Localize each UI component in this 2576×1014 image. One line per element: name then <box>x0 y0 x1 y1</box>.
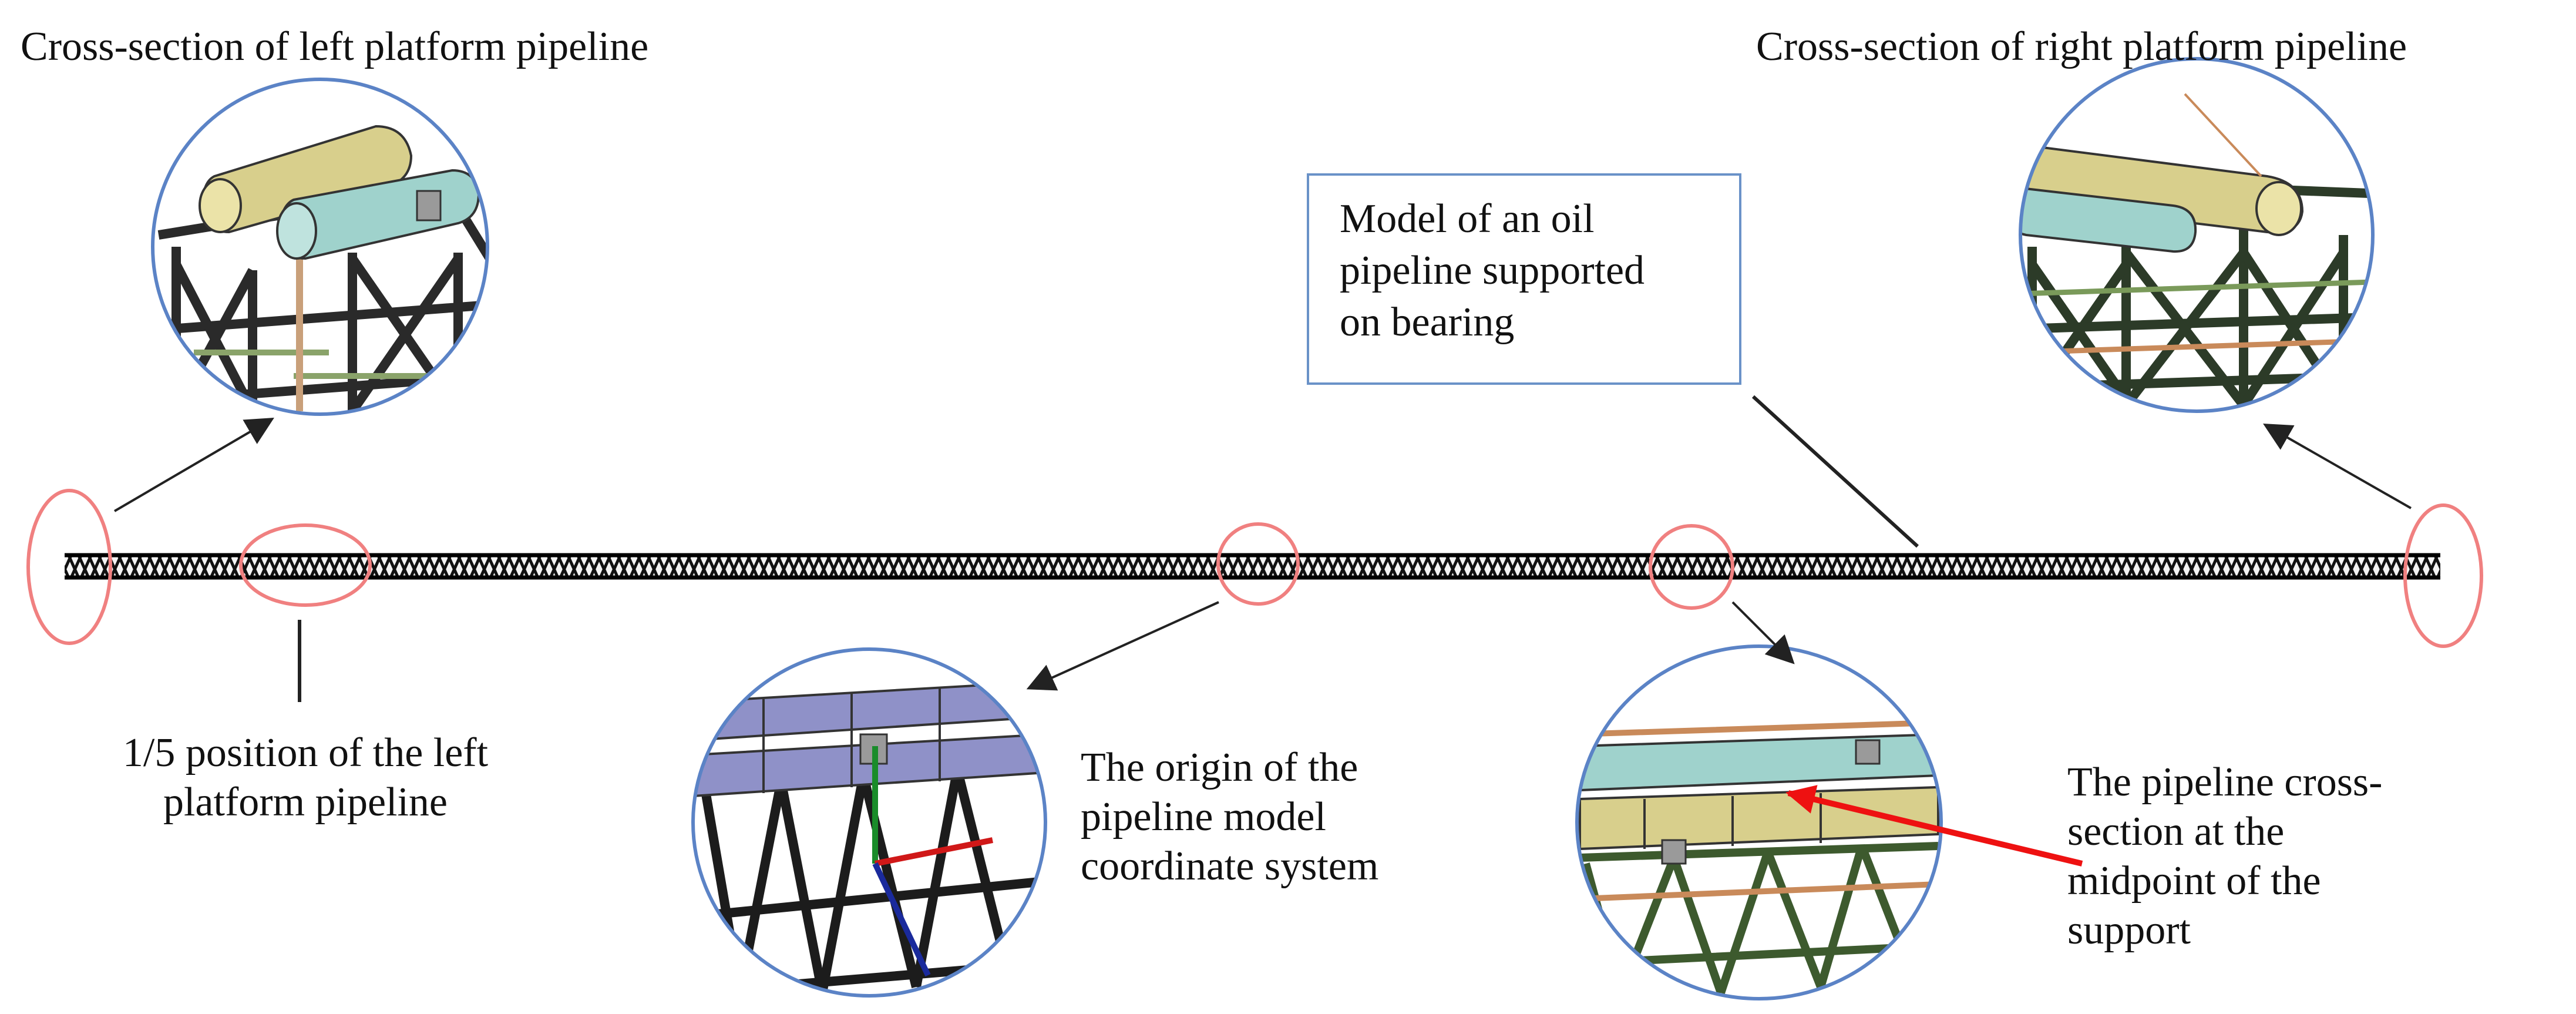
position-markers <box>26 489 2483 648</box>
marker-right-end <box>2403 503 2483 648</box>
origin-line-1: The origin of the <box>1081 745 1358 790</box>
origin-line-3: coordinate system <box>1081 844 1379 889</box>
midpoint-line-3: midpoint of the <box>2067 858 2321 904</box>
model-box-line-1: Model of an oil <box>1340 196 1595 241</box>
origin-section-illustration <box>691 647 1047 998</box>
line-model-box <box>1751 395 1919 548</box>
marker-left-end <box>26 489 112 645</box>
left-section-illustration <box>151 78 489 416</box>
arrow-origin <box>1026 601 1219 691</box>
pipeline-beam <box>65 553 2440 580</box>
midpoint-section-illustration <box>1575 644 1943 1000</box>
midpoint-line-1: The pipeline cross- <box>2067 760 2383 805</box>
midpoint-line-2: section at the <box>2067 809 2285 854</box>
model-box-text: Model of an oil pipeline supported on be… <box>1340 193 1645 348</box>
arrow-left-end <box>113 417 274 512</box>
midpoint-label: The pipeline cross- section at the midpo… <box>2067 758 2382 955</box>
arrow-right-end <box>2263 424 2412 509</box>
one-fifth-line-2: platform pipeline <box>163 780 448 825</box>
midpoint-line-4: support <box>2067 908 2191 953</box>
model-box-line-3: on bearing <box>1340 300 1515 345</box>
marker-one-fifth <box>239 523 372 607</box>
red-arrow-midpoint <box>1785 785 2083 867</box>
origin-line-2: pipeline model <box>1081 794 1326 840</box>
origin-label: The origin of the pipeline model coordin… <box>1081 743 1378 891</box>
model-box-line-2: pipeline supported <box>1340 248 1645 293</box>
arrow-midpoint <box>1731 601 1795 664</box>
right-section-illustration <box>2019 57 2375 413</box>
left-section-title: Cross-section of left platform pipeline <box>21 24 649 69</box>
one-fifth-label: 1/5 position of the left platform pipeli… <box>76 728 534 827</box>
marker-origin <box>1216 522 1300 606</box>
connector-arrows <box>113 395 2412 702</box>
right-section-title: Cross-section of right platform pipeline <box>1756 24 2407 69</box>
marker-midpoint <box>1649 524 1734 610</box>
model-box: Model of an oil pipeline supported on be… <box>1307 173 1741 385</box>
one-fifth-line-1: 1/5 position of the left <box>122 730 489 775</box>
